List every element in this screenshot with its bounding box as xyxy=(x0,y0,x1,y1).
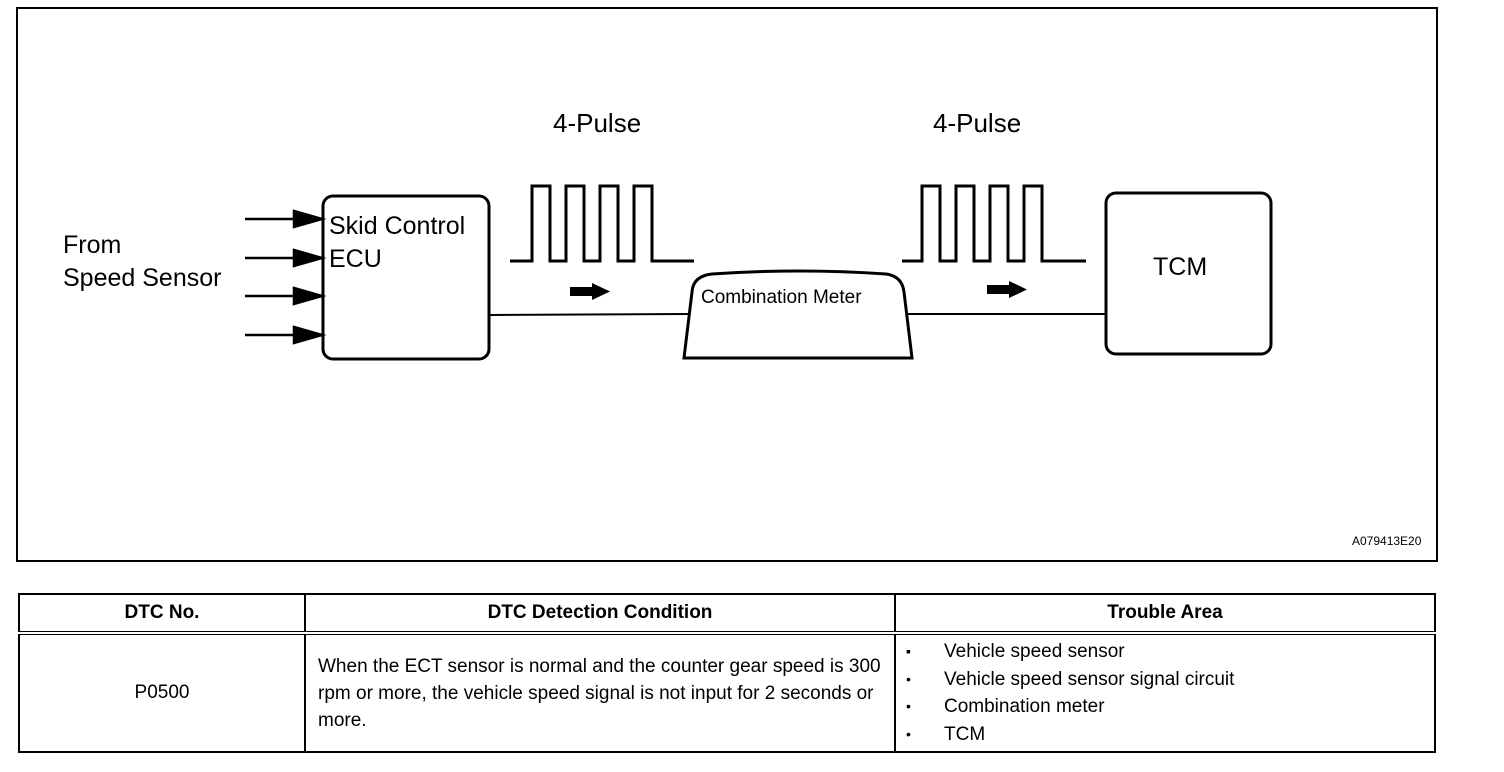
list-item: • TCM xyxy=(906,721,1424,749)
pulse-waveform-1 xyxy=(510,184,694,263)
trouble-area-item: TCM xyxy=(944,723,986,745)
input-arrows xyxy=(245,209,327,345)
diagram-frame xyxy=(16,7,1438,562)
arrow-right-icon xyxy=(987,281,1027,298)
tcm-box xyxy=(1104,191,1273,356)
figure-code: A079413E20 xyxy=(1352,534,1422,548)
trouble-area-list: ▪ Vehicle speed sensor • Vehicle speed sen… xyxy=(906,638,1424,748)
table-header-row: DTC No. DTC Detection Condition Trouble … xyxy=(18,593,1436,635)
ecu-label-line2: ECU xyxy=(329,245,382,273)
pulse-waveform-2 xyxy=(902,184,1086,263)
bullet-icon: • xyxy=(906,725,911,742)
list-item: • Combination meter xyxy=(906,693,1424,721)
tcm-label: TCM xyxy=(1153,253,1208,281)
skid-control-ecu-box xyxy=(321,194,491,361)
combination-meter-shape xyxy=(682,269,914,360)
header-trouble-area: Trouble Area xyxy=(894,593,1436,635)
combination-meter-label: Combination Meter xyxy=(701,287,862,308)
header-detection-condition: DTC Detection Condition xyxy=(304,593,896,635)
trouble-area-item: Vehicle speed sensor xyxy=(944,641,1125,662)
detection-condition-cell: When the ECT sensor is normal and the co… xyxy=(304,632,896,753)
header-dtc-no: DTC No. xyxy=(18,593,306,635)
trouble-area-item: Vehicle speed sensor signal circuit xyxy=(944,668,1235,690)
arrow-right-icon xyxy=(570,283,610,300)
trouble-area-cell: ▪ Vehicle speed sensor • Vehicle speed sen… xyxy=(894,632,1436,753)
bullet-icon: ▪ xyxy=(906,643,911,659)
list-item: • Vehicle speed sensor signal circuit xyxy=(906,666,1424,694)
table-row: P0500 When the ECT sensor is normal and … xyxy=(18,632,1436,753)
trouble-area-item: Combination meter xyxy=(944,696,1105,717)
from-label-line1: From xyxy=(63,231,122,259)
ecu-to-meter-line xyxy=(488,313,691,316)
pulse-label-left: 4-Pulse xyxy=(553,108,642,138)
bullet-icon: • xyxy=(906,698,911,714)
ecu-label-line1: Skid Control xyxy=(329,212,466,240)
dtc-number-cell: P0500 xyxy=(18,632,306,753)
diagram-canvas xyxy=(245,184,1273,361)
bullet-icon: • xyxy=(906,670,911,687)
from-label-line2: Speed Sensor xyxy=(63,264,222,292)
pulse-label-right: 4-Pulse xyxy=(933,108,1022,138)
list-item: ▪ Vehicle speed sensor xyxy=(906,638,1424,666)
dtc-table: DTC No. DTC Detection Condition Trouble … xyxy=(18,593,1436,753)
